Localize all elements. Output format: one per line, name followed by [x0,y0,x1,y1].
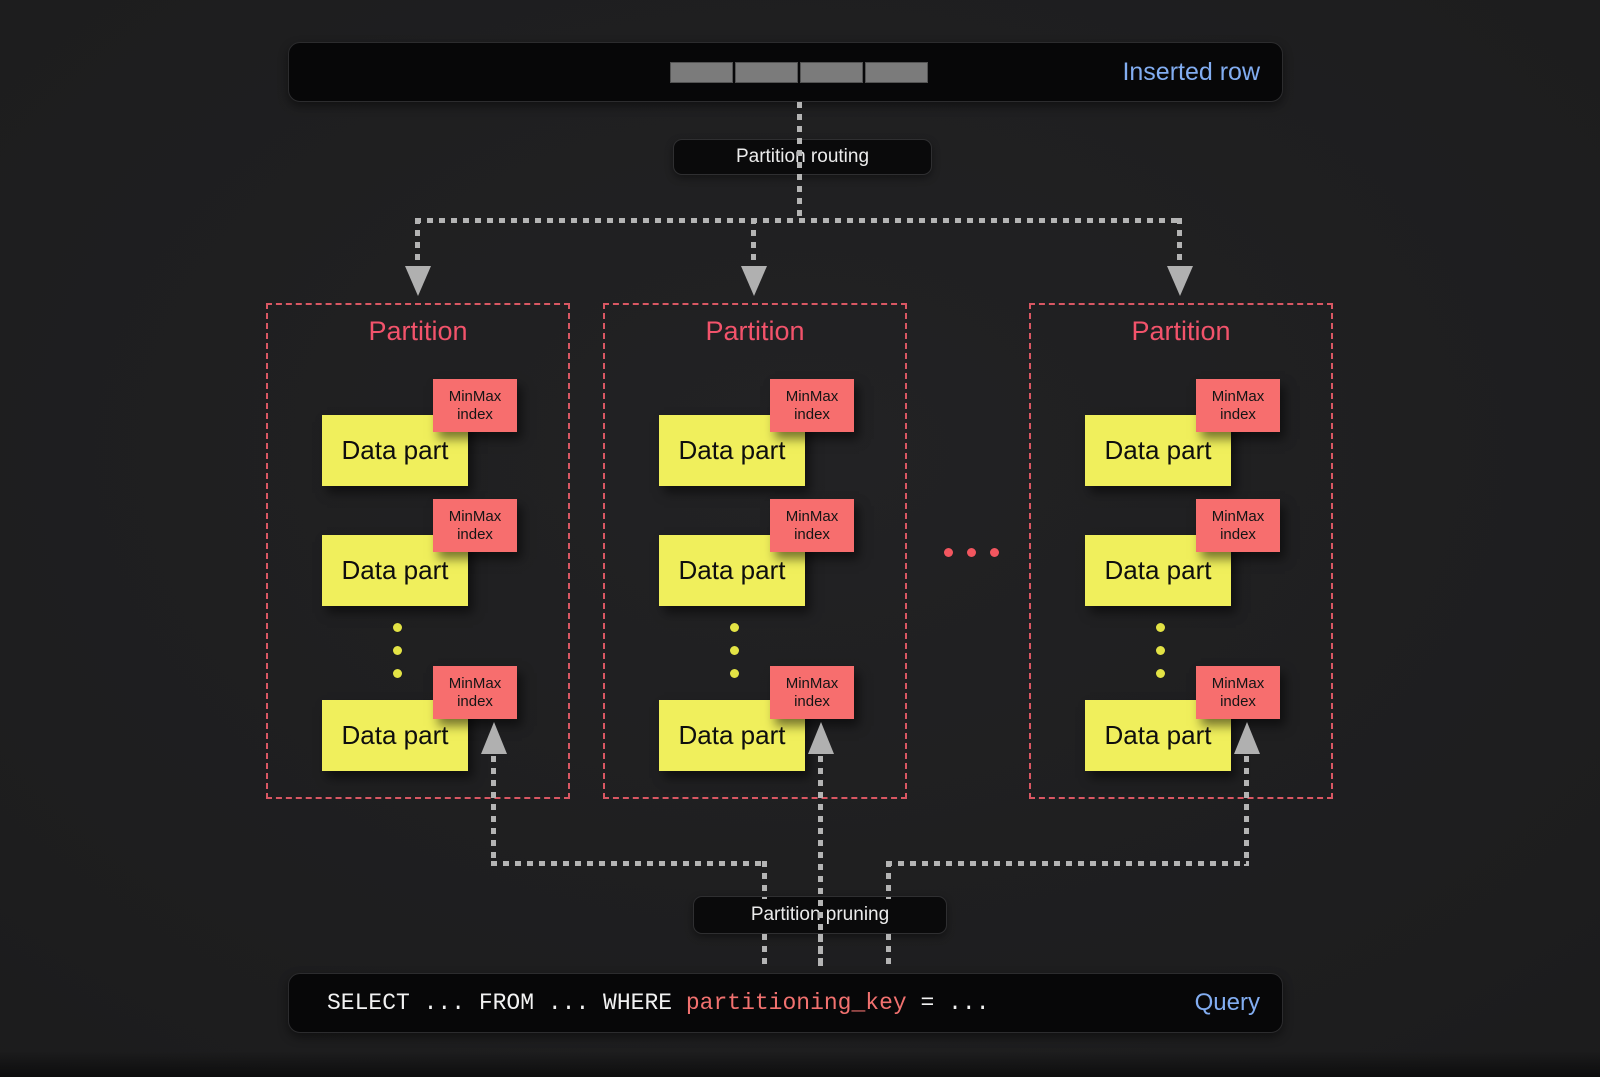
row-cell [735,62,798,83]
dashed-connector-feed [797,102,802,221]
data-part-box: Data part [322,700,468,771]
partition-box-3: Partition MinMax index Data part MinMax … [1029,303,1333,799]
partition-title: Partition [368,316,468,346]
ellipsis-dot [393,646,402,655]
ellipsis-dot [730,669,739,678]
data-part-box: Data part [1085,535,1231,606]
query-code: SELECT ... FROM ... WHERE partitioning_k… [327,974,990,1032]
query-box: SELECT ... FROM ... WHERE partitioning_k… [288,973,1283,1033]
row-cells [670,62,928,83]
minmax-index-badge: MinMax index [1196,499,1280,552]
dashed-connector-prune-2 [818,756,823,969]
ellipsis-dot [730,623,739,632]
query-code-prefix: SELECT ... FROM ... WHERE [327,990,686,1016]
dashed-connector-drop-2 [751,218,756,268]
ellipsis-dot [967,548,976,557]
minmax-index-badge: MinMax index [433,666,517,719]
partition-routing-text: Partition routing [735,146,870,167]
more-partitions-ellipsis [944,548,999,557]
data-part-box: Data part [322,535,468,606]
arrow-down-icon [741,266,767,296]
inserted-row-box: Inserted row [288,42,1283,102]
ellipsis-dot [730,646,739,655]
dashed-connector-rail-bottom-right [886,861,1249,866]
partition-title: Partition [1131,316,1231,346]
partition-title: Partition [705,316,805,346]
arrow-up-icon [808,722,834,754]
row-cell [670,62,733,83]
arrow-up-icon [481,722,507,754]
dashed-connector-prune-1 [491,756,496,866]
dashed-connector-query-2 [818,934,823,969]
dashed-connector-query-3 [886,934,891,969]
more-parts-ellipsis [1156,623,1165,678]
minmax-index-badge: MinMax index [770,666,854,719]
ellipsis-dot [393,669,402,678]
dashed-connector-drop-1 [415,218,420,268]
dashed-connector-prune-3 [1244,756,1249,866]
more-parts-ellipsis [393,623,402,678]
query-label: Query [1194,989,1260,1016]
ellipsis-dot [393,623,402,632]
minmax-index-badge: MinMax index [770,379,854,432]
ellipsis-dot [1156,623,1165,632]
data-part-box: Data part [1085,700,1231,771]
minmax-index-badge: MinMax index [770,499,854,552]
dashed-connector-rail-bottom-left [491,861,767,866]
row-cell [865,62,928,83]
minmax-index-badge: MinMax index [1196,379,1280,432]
ellipsis-dot [1156,669,1165,678]
query-code-suffix: = ... [906,990,990,1016]
dashed-connector-join-left [762,861,767,899]
minmax-index-badge: MinMax index [433,499,517,552]
row-cell [800,62,863,83]
ellipsis-dot [944,548,953,557]
dashed-connector-join-right [886,861,891,899]
partition-box-1: Partition MinMax index Data part MinMax … [266,303,570,799]
ellipsis-dot [990,548,999,557]
partition-box-2: Partition MinMax index Data part MinMax … [603,303,907,799]
minmax-index-badge: MinMax index [433,379,517,432]
dashed-connector-query-1 [762,934,767,969]
dashed-connector-drop-3 [1177,218,1182,268]
inserted-row-label: Inserted row [1122,57,1260,86]
partition-routing-label: Partition routing [673,139,932,175]
dashed-connector-rail-top [415,218,1183,223]
more-parts-ellipsis [730,623,739,678]
arrow-up-icon [1234,722,1260,754]
arrow-down-icon [405,266,431,296]
ellipsis-dot [1156,646,1165,655]
query-partitioning-key: partitioning_key [685,990,907,1016]
arrow-down-icon [1167,266,1193,296]
minmax-index-badge: MinMax index [1196,666,1280,719]
